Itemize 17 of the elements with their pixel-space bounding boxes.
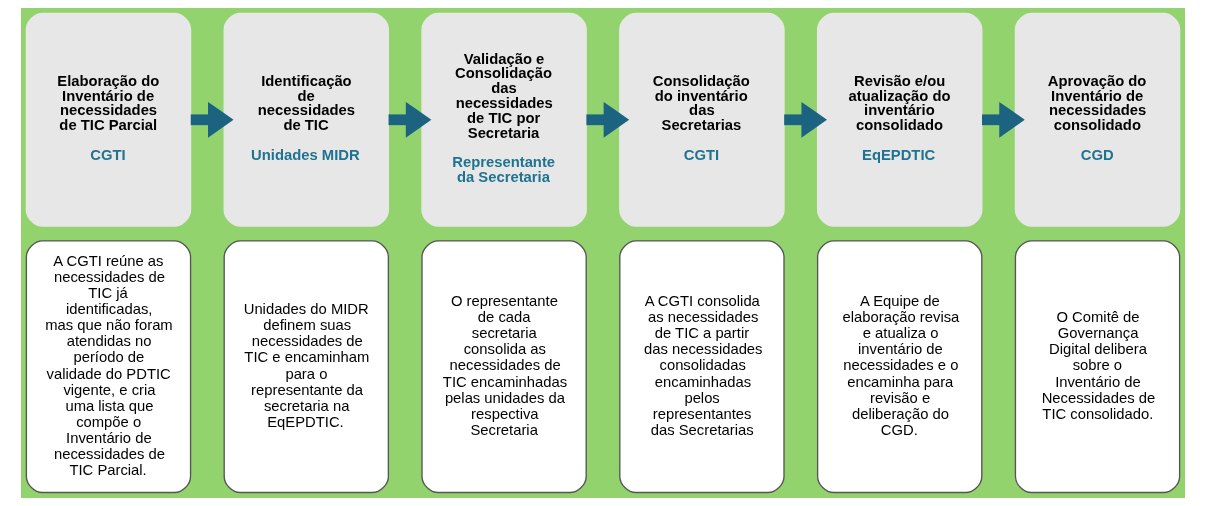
node-box: Elaboração do Inventário de necessidades de TIC Parcial CGTI	[25, 12, 191, 227]
arrow	[585, 101, 629, 138]
node-box: Consolidação do inventário das Secretarias CGTI	[618, 12, 785, 227]
node-box: O Comitê de Governança Digital delibera sobre o Inventário de Necessidades de TIC consolidado.	[1014, 240, 1180, 494]
arrow	[783, 101, 827, 138]
arrow	[388, 101, 431, 138]
node-box: A CGTI consolida as necessidades de TIC a partir das necessidades consolidadas encaminhadas pelos representantes das Secretarias	[618, 240, 785, 494]
node-box: O representante de cada secretaria consolida as necessidades de TIC encaminhadas pelas unidades da respectiva Secretaria	[420, 240, 587, 494]
node-box: A CGTI reúne as necessidades de TIC já identificadas, mas que não foram atendidas no período de validade do PDTIC vigente, e cria uma lista que compõe o Inventário de necessidades de TIC Parcial.	[25, 240, 191, 494]
node-box: Identificação de necessidades de TIC Unidades MIDR	[223, 12, 389, 227]
node-box: Aprovação do Inventário de necessidades consolidado CGD	[1014, 12, 1180, 227]
arrow	[981, 101, 1025, 138]
node-box: Revisão e/ou atualização do inventário consolidado EqEPDTIC	[816, 12, 982, 227]
arrow	[190, 101, 234, 138]
node-box: Unidades do MIDR definem suas necessidades de TIC e encaminham para o representante da secretaria na EqEPDTIC.	[223, 240, 389, 494]
node-box: Validação e Consolidação das necessidades de TIC por Secretaria Representante da Secretaria	[420, 12, 587, 227]
node-box: A Equipe de elaboração revisa e atualiza o inventário de necessidades e o encaminha para revisão e deliberação do CGD.	[816, 240, 982, 494]
